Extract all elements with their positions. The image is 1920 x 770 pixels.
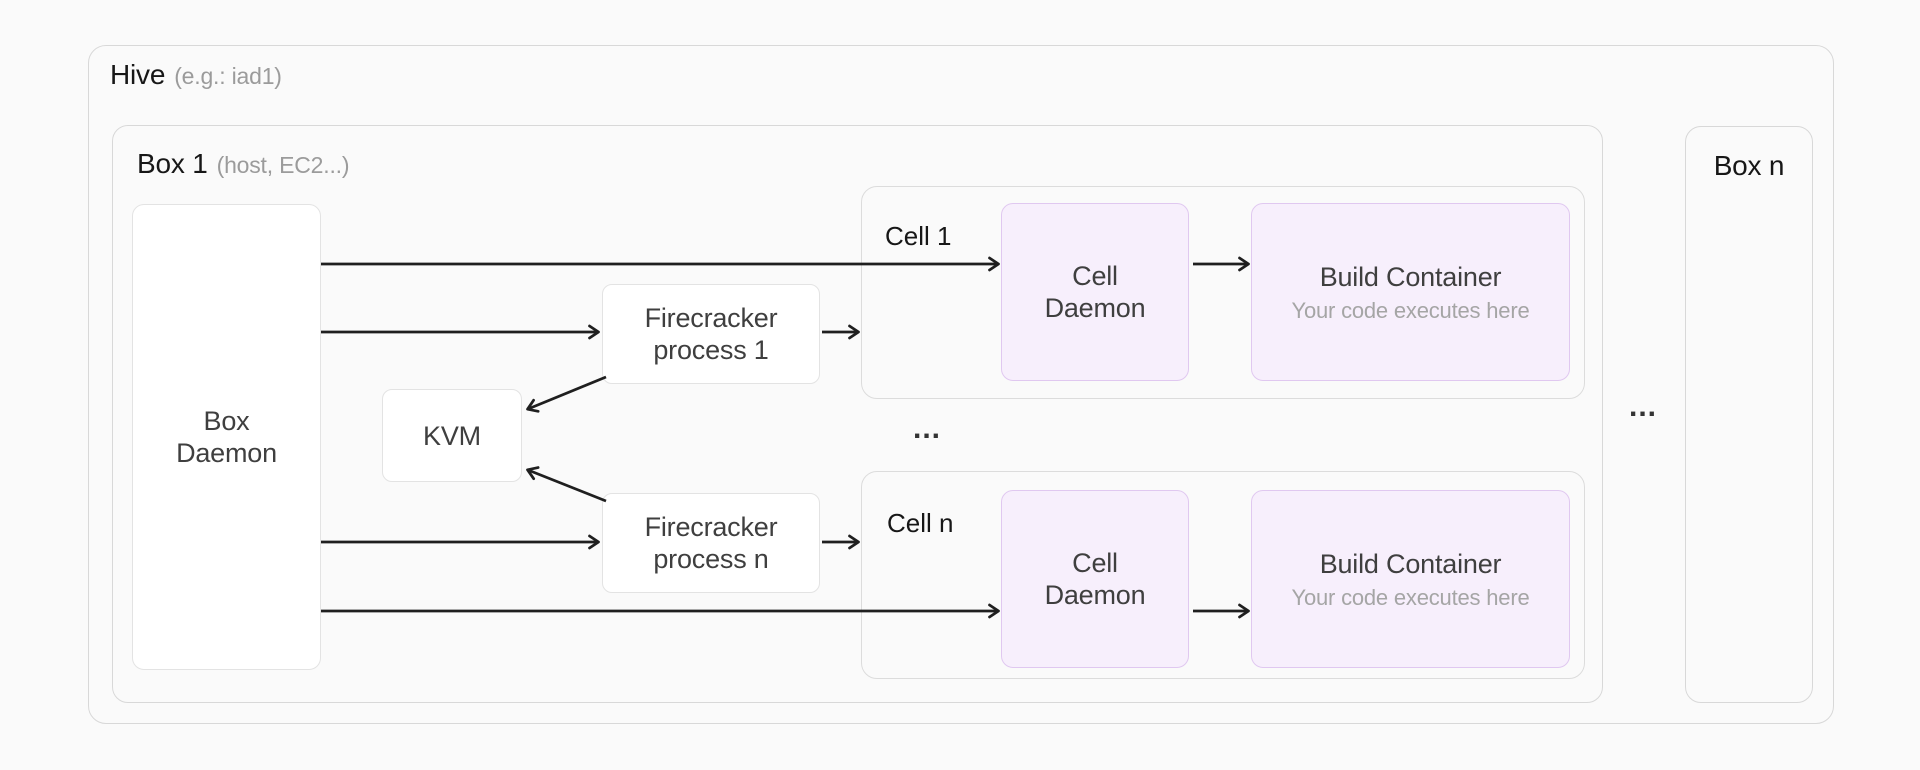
cell-1-build-container-node: Build Container Your code executes here — [1251, 203, 1570, 381]
cell-1-daemon-label-line2: Daemon — [1044, 293, 1146, 323]
cell-n-build-container-node: Build Container Your code executes here — [1251, 490, 1570, 668]
firecracker-n-label-line2: process n — [653, 544, 769, 574]
hive-container: Hive (e.g.: iad1) Box 1 (host, EC2...) B… — [88, 45, 1834, 724]
cell-1-build-subtitle: Your code executes here — [1291, 297, 1530, 323]
cell-n-build-subtitle: Your code executes here — [1291, 584, 1530, 610]
boxes-ellipsis: ... — [1629, 390, 1658, 423]
hive-subtitle: (e.g.: iad1) — [174, 63, 282, 89]
firecracker-process-n-node: Firecracker process n — [602, 493, 820, 593]
cell-1-container: Cell 1 Cell Daemon Build Container Your … — [861, 186, 1585, 399]
box-1-title-row: Box 1 (host, EC2...) — [137, 149, 349, 180]
cell-n-title: Cell n — [887, 508, 954, 538]
firecracker-process-1-node: Firecracker process 1 — [602, 284, 820, 384]
box-daemon-label-line1: Box — [203, 406, 250, 436]
cell-n-container: Cell n Cell Daemon Build Container Your … — [861, 471, 1585, 679]
kvm-node: KVM — [382, 389, 522, 482]
cell-1-daemon-label-line1: Cell — [1072, 261, 1118, 291]
kvm-label: KVM — [423, 420, 481, 451]
hive-title-row: Hive (e.g.: iad1) — [110, 60, 282, 91]
cell-1-title: Cell 1 — [885, 221, 952, 251]
box-daemon-label-line2: Daemon — [176, 438, 277, 468]
hive-title: Hive — [110, 59, 166, 90]
box-daemon-node: Box Daemon — [132, 204, 321, 670]
box-1-subtitle: (host, EC2...) — [216, 152, 350, 178]
cells-ellipsis: ... — [913, 412, 942, 445]
cell-1-build-title: Build Container — [1319, 261, 1502, 292]
cell-n-daemon-label-line1: Cell — [1072, 548, 1118, 578]
cell-1-cell-daemon-node: Cell Daemon — [1001, 203, 1189, 381]
cell-n-daemon-label-line2: Daemon — [1044, 580, 1146, 610]
box-1-title: Box 1 — [137, 148, 208, 179]
box-1-container: Box 1 (host, EC2...) Box Daemon KVM Fire… — [112, 125, 1603, 703]
firecracker-1-label-line1: Firecracker — [644, 303, 778, 333]
cell-n-cell-daemon-node: Cell Daemon — [1001, 490, 1189, 668]
firecracker-n-label-line1: Firecracker — [644, 512, 778, 542]
box-n-container: Box n — [1685, 126, 1813, 703]
box-n-title: Box n — [1713, 150, 1785, 181]
firecracker-1-label-line2: process 1 — [653, 335, 769, 365]
cell-n-build-title: Build Container — [1319, 548, 1502, 579]
